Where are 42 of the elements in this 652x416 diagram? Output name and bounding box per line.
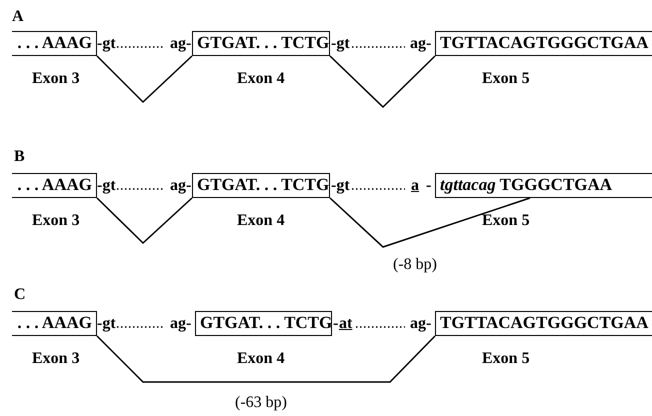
splicing-line bbox=[329, 55, 436, 108]
exon-label: Exon 5 bbox=[482, 212, 530, 230]
deletion-size-label: (-63 bp) bbox=[235, 394, 287, 412]
splice-site-label: -gt bbox=[331, 177, 350, 195]
dash-label: - bbox=[333, 315, 338, 333]
panel-letter: A bbox=[12, 8, 24, 26]
exon-sequence-box: TGTTACAGTGGGCTGAA bbox=[435, 311, 652, 336]
splice-site-label: ag- bbox=[410, 315, 432, 333]
exon-label: Exon 3 bbox=[32, 70, 80, 88]
splice-site-label: ag- bbox=[170, 35, 192, 53]
exon-sequence-box: . . . AAAG bbox=[12, 311, 97, 336]
splice-site-label: a bbox=[411, 177, 419, 195]
splice-site-label: -gt bbox=[97, 315, 116, 333]
panel-letter: B bbox=[14, 148, 25, 166]
splicing-line bbox=[96, 335, 436, 383]
exon-sequence-box: TGTTACAGTGGGCTGAA bbox=[435, 31, 652, 56]
exon-label: Exon 3 bbox=[32, 350, 80, 368]
exon-sequence-box: GTGAT. . . TCTG bbox=[192, 173, 330, 198]
dash-label: - bbox=[426, 177, 432, 195]
splice-site-label: ag- bbox=[170, 177, 192, 195]
exon-label: Exon 5 bbox=[482, 70, 530, 88]
splice-site-label: -gt bbox=[97, 177, 116, 195]
exon-sequence-box: tgttacag TGGGCTGAA bbox=[435, 173, 652, 198]
exon-label: Exon 5 bbox=[482, 350, 530, 368]
splicing-line bbox=[330, 197, 530, 248]
exon-sequence-box: . . . AAAG bbox=[12, 173, 97, 198]
exon-label: Exon 4 bbox=[237, 212, 285, 230]
exon-label: Exon 4 bbox=[237, 70, 285, 88]
splicing-line bbox=[96, 55, 193, 104]
panel-letter: C bbox=[14, 286, 26, 304]
splice-site-label: -gt bbox=[97, 35, 116, 53]
splice-site-label: -gt bbox=[331, 35, 350, 53]
exon-sequence-box: . . . AAAG bbox=[12, 31, 97, 56]
deletion-size-label: (-8 bp) bbox=[393, 256, 437, 274]
exon-sequence-box: GTGAT. . . TCTG bbox=[192, 31, 330, 56]
splice-site-label: at bbox=[339, 315, 352, 333]
exon-label: Exon 3 bbox=[32, 212, 80, 230]
splice-site-label: ag- bbox=[410, 35, 432, 53]
exon-label: Exon 4 bbox=[237, 350, 285, 368]
splicing-line bbox=[96, 197, 192, 244]
exon-sequence-box: GTGAT. . . TCTG bbox=[195, 311, 332, 336]
splice-site-label: ag- bbox=[170, 315, 192, 333]
